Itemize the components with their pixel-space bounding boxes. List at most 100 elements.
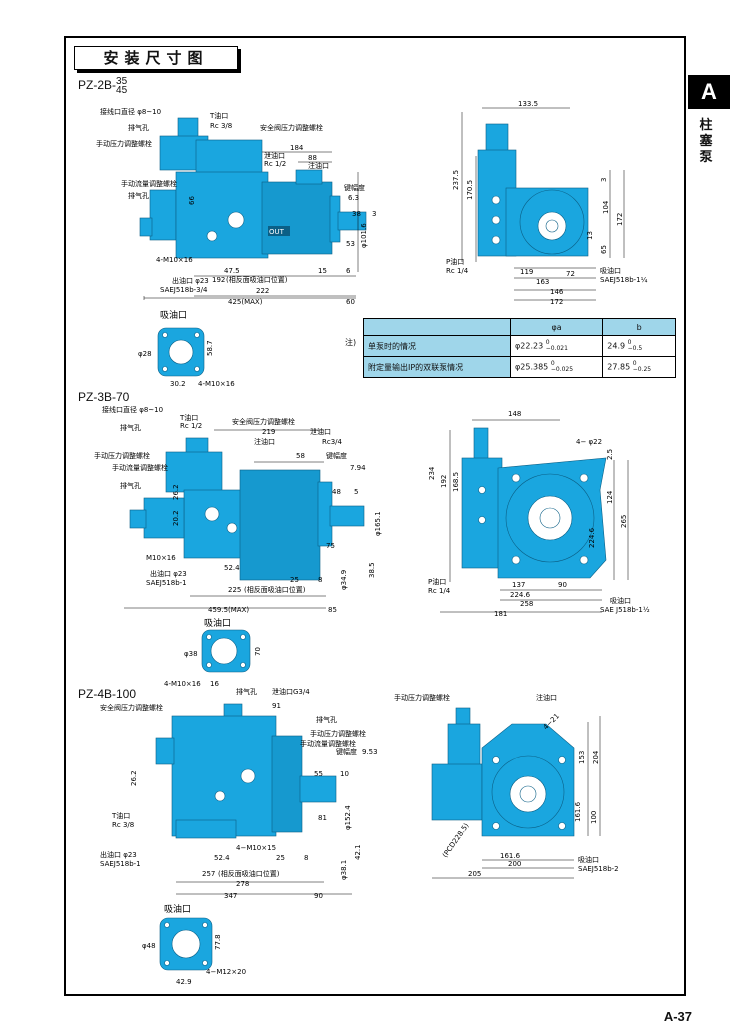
dimension-label: 66 xyxy=(188,196,196,205)
dimension-label: 225 xyxy=(228,586,241,594)
dimension-label: P油口 xyxy=(428,577,446,586)
dimension-label: 161.6 xyxy=(574,801,582,822)
dimension-label: 184 xyxy=(290,144,304,152)
dimension-label: (相反面吸油口位置) xyxy=(218,869,280,878)
dimension-label: 278 xyxy=(236,880,249,888)
dimension-label: 224.6 xyxy=(510,591,531,599)
dimension-label: 9.53 xyxy=(362,748,378,756)
dimension-label: 48 xyxy=(332,488,341,496)
dimension-label: 72 xyxy=(566,270,575,278)
dimension-label: 排气孔 xyxy=(128,123,149,132)
pz3b-side-view xyxy=(129,437,365,581)
dimension-label: 泄油口 xyxy=(310,427,331,436)
dimension-label: 42.1 xyxy=(354,844,362,860)
dimension-label: 219 xyxy=(262,428,275,436)
dimension-label: 5 xyxy=(354,488,358,496)
dimension-label: 8 xyxy=(318,576,322,584)
dimension-label: 100 xyxy=(590,811,598,824)
dimension-label: 7.94 xyxy=(350,464,366,472)
dimension-label: 6 xyxy=(346,267,351,275)
out-mark: OUT xyxy=(269,228,285,236)
dimension-label: 吸油口 xyxy=(610,596,631,605)
pz2b-suction-flange xyxy=(157,327,205,377)
dimension-label: 注油口 xyxy=(254,437,275,446)
wire-label: 接线口直径 φ8~10 xyxy=(100,107,161,116)
dimension-label: 258 xyxy=(520,600,533,608)
dimension-label: 200 xyxy=(508,860,521,868)
dimension-label: 安全阀压力调整螺栓 xyxy=(260,123,323,132)
dimension-label: 吸油口 xyxy=(164,903,191,915)
dimension-label: 52.4 xyxy=(224,564,240,572)
dimension-label: 4−M10×15 xyxy=(236,844,276,852)
dimension-label: 425(MAX) xyxy=(228,298,263,306)
dimension-label: 133.5 xyxy=(518,100,538,108)
dimension-label: 排气孔 xyxy=(128,191,149,200)
dimension-label: 8 xyxy=(304,854,308,862)
dimension-label: 25 xyxy=(276,854,285,862)
table-row: 附定量输出IP的双联泵情况 φ25.385 0−0.025 27.85 0−0.… xyxy=(363,356,676,378)
dimension-label: φ34.9 xyxy=(340,570,348,590)
model-pz4b100: PZ-4B-100 xyxy=(78,687,137,701)
dimension-label: 注油口 xyxy=(536,693,557,702)
dimension-label: 70 xyxy=(254,647,262,656)
section-tab-label: 柱塞泵 xyxy=(699,118,713,165)
dimension-label: 88 xyxy=(308,154,317,162)
dimension-label: SAEJ518b-1 xyxy=(100,860,141,868)
dimension-label: 出油口 φ23 xyxy=(150,569,187,578)
dimension-label: 4-M10×16 xyxy=(156,256,193,264)
dimension-label: 55 xyxy=(314,770,323,778)
dimension-label: 153 xyxy=(578,751,586,764)
dimension-label: T油口 xyxy=(111,811,130,820)
dimension-label: 60 xyxy=(346,298,355,306)
dimension-label: 257 xyxy=(202,870,215,878)
dimension-label: 安全阀压力调整螺栓 xyxy=(232,417,295,426)
dimension-label: 泄油口G3/4 xyxy=(272,687,310,696)
dimension-label: φ165.1 xyxy=(374,511,382,536)
dimension-label: 77.8 xyxy=(214,934,222,950)
dimension-label: 吸油口 xyxy=(600,266,621,275)
dimension-label: 吸油口 xyxy=(578,855,599,864)
dimension-label: 181 xyxy=(494,610,507,618)
dimension-label: φ101.6 xyxy=(360,223,368,248)
dimension-label: SAEJ518b-1¼ xyxy=(600,276,648,284)
dimension-label: 119 xyxy=(520,268,533,276)
dimension-label: 26.2 xyxy=(172,484,180,500)
dimension-label: 65 xyxy=(600,245,608,254)
dimension-label: 91 xyxy=(272,702,281,710)
page-frame xyxy=(64,36,686,996)
dimension-label: 手动压力调整螺栓 xyxy=(310,729,366,738)
dimension-label: 168.5 xyxy=(452,472,460,492)
dimension-label: 10 xyxy=(340,770,349,778)
dimension-label: 38 xyxy=(352,210,361,218)
dimension-label: 170.5 xyxy=(466,180,474,200)
dimension-label: Rc 1/4 xyxy=(428,587,451,595)
model-pz3b70: PZ-3B-70 xyxy=(78,390,130,404)
dimension-label: SAE J518b-1½ xyxy=(600,606,650,614)
dimension-label: 手动压力调整螺栓 xyxy=(394,693,450,702)
dimension-label: 137 xyxy=(512,581,525,589)
dimension-label: 3 xyxy=(372,210,376,218)
dimension-label: 20.2 xyxy=(172,510,180,526)
dimension-label: 90 xyxy=(558,581,567,589)
dimension-label: T油口 xyxy=(179,413,198,422)
dimension-label: 237.5 xyxy=(452,170,460,190)
dimension-label: 42.9 xyxy=(176,978,192,986)
dimension-label: 52.4 xyxy=(214,854,230,862)
dimension-label: 15 xyxy=(318,267,327,275)
dimension-label: 192 xyxy=(212,276,225,284)
dimension-label: T油口 xyxy=(209,111,228,120)
dimension-label: 4-M10×16 xyxy=(164,680,201,688)
page-number: A-37 xyxy=(663,1009,692,1024)
dimension-label: P油口 xyxy=(446,257,464,266)
pz3b-front-view xyxy=(461,427,607,579)
dimension-label: 2.5 xyxy=(606,449,614,460)
pz2b-side-view: OUT xyxy=(139,117,367,259)
dimension-label: 204 xyxy=(592,750,600,764)
dimension-label: φ152.4 xyxy=(344,805,352,830)
dimension-label: Rc 1/4 xyxy=(446,267,469,275)
section-tab-letter[interactable]: A xyxy=(688,75,730,109)
dimension-label: 排气孔 xyxy=(120,423,141,432)
pz4b-front-view xyxy=(431,707,575,837)
